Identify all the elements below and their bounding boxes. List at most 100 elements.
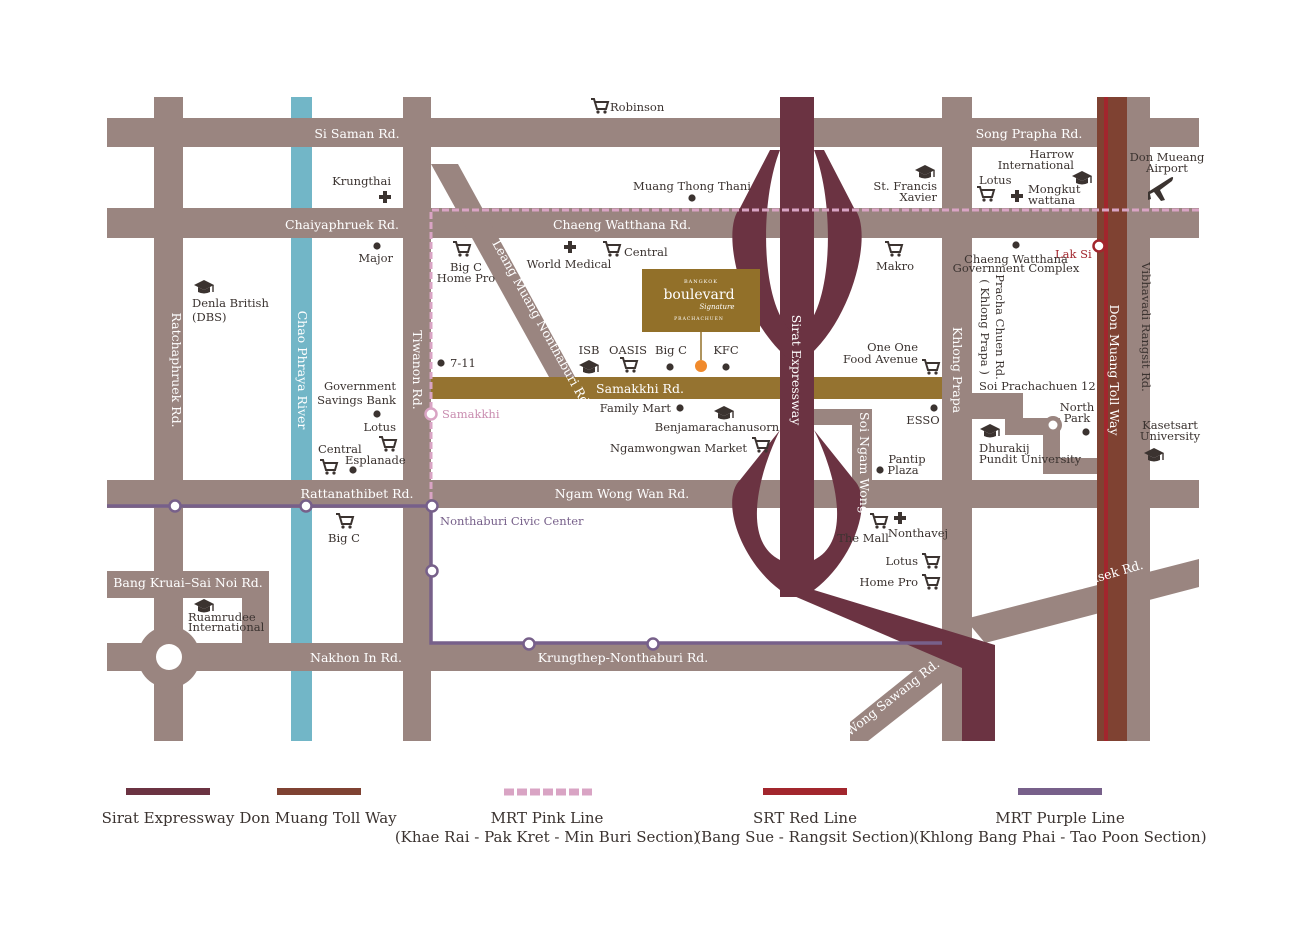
- one-one-label-2: Food Avenue: [843, 352, 918, 366]
- nonthavej-label: Nonthavej: [888, 526, 948, 540]
- ruamrudee-link-road: [242, 571, 269, 643]
- samakkhi-road: [431, 377, 942, 399]
- shopping-cart-icon: [335, 513, 354, 530]
- st-francis-label-2: Xavier: [899, 190, 937, 204]
- legend-pink-label-1: MRT Pink Line: [491, 809, 604, 827]
- rattanathibet-label: Rattanathibet Rd.: [300, 486, 413, 501]
- nakhon-in-label: Nakhon In Rd.: [310, 650, 402, 665]
- shopping-cart-icon: [619, 357, 638, 374]
- legend-purple-label-1: MRT Purple Line: [995, 809, 1125, 827]
- benjamarachanusorn-label: Benjamarachanusorn: [655, 420, 780, 434]
- legend-purple-label-2: (Khlong Bang Phai - Tao Poon Section): [913, 828, 1206, 846]
- isb-label: ISB: [579, 343, 600, 357]
- poi-dot-icon: [373, 410, 381, 418]
- poi-dot-icon: [1082, 428, 1090, 436]
- poi-dot-icon: [1012, 241, 1020, 249]
- big-c-bottom-label: Big C: [328, 531, 360, 545]
- oasis-label: OASIS: [609, 343, 647, 357]
- chaiyaphruek-label: Chaiyaphruek Rd.: [285, 217, 399, 232]
- krungthep-nonthaburi-label: Krungthep-Nonthaburi Rd.: [538, 650, 709, 665]
- muang-thong-thani-label: Muang Thong Thani: [633, 179, 751, 193]
- school-icon: [914, 164, 936, 180]
- tiwanon-label: Tiwanon Rd.: [410, 330, 425, 409]
- purple-station: [522, 637, 536, 651]
- samakkhi-station: [424, 407, 438, 421]
- ruamrudee-label-2: International: [188, 620, 265, 634]
- esso-label: ESSO: [906, 413, 939, 427]
- hospital-cross-icon: [379, 191, 391, 203]
- chao-phraya-label: Chao Phraya River: [295, 311, 310, 430]
- ratchaphruek-label: Ratchaphruek Rd.: [169, 312, 184, 427]
- kfc-label: KFC: [713, 343, 739, 357]
- lak-si-label: Lak Si: [1055, 247, 1092, 261]
- legend-red-label-2: (Bang Sue - Rangsit Section): [695, 828, 914, 846]
- pantip-label-2: Plaza: [887, 463, 918, 477]
- the-mall-label: The Mall: [837, 531, 889, 545]
- poi-dot-icon: [688, 194, 696, 202]
- project-logo-box: [642, 269, 760, 332]
- ngamwongwan-market-label: Ngamwongwan Market: [610, 441, 747, 455]
- project-logo-name: boulevard: [663, 287, 734, 303]
- poi-dot-icon: [676, 404, 684, 412]
- kasetsart-label-2: University: [1140, 429, 1201, 443]
- school-icon: [979, 423, 1001, 439]
- poi-dot-icon: [349, 466, 357, 474]
- srt-red-line: [1104, 97, 1108, 741]
- poi-dot-icon: [437, 359, 445, 367]
- robinson-label: Robinson: [610, 100, 665, 114]
- central-esplanade-label-1: Central: [318, 442, 362, 456]
- poi-dot-icon: [722, 363, 730, 371]
- pantip-label-1: Pantip: [888, 452, 925, 466]
- major-label: Major: [358, 251, 393, 265]
- north-park-link: [1043, 458, 1103, 474]
- shopping-cart-icon: [602, 241, 621, 258]
- khlong-prapa-label: Khlong Prapa: [950, 327, 965, 414]
- legend-swatch-donmuang: [277, 788, 361, 795]
- purple-station: [299, 499, 313, 513]
- chaeng-gov-label-1: Chaeng Watthana: [964, 252, 1068, 266]
- tiwanon-road: [403, 97, 431, 741]
- lak-si-station: [1092, 239, 1106, 253]
- nonthaburi-civic-station: [425, 499, 439, 513]
- big-c-mid-label: Big C: [655, 343, 687, 357]
- big-c-home-pro-label-1: Big C: [450, 260, 482, 274]
- shopping-cart-icon: [319, 459, 338, 476]
- legend-swatch-purple: [1018, 788, 1102, 795]
- soi-ngam-wong-wan-vertical: [852, 409, 872, 481]
- seven-eleven-label: 7-11: [450, 356, 476, 370]
- si-saman-label: Si Saman Rd.: [314, 126, 399, 141]
- legend-swatch-red: [763, 788, 847, 795]
- vibhavadi-label: Vibhavadi Rangsit Rd.: [1139, 261, 1153, 392]
- mongkut-label-1: Mongkut: [1028, 182, 1081, 196]
- leang-muang-road: [431, 164, 575, 377]
- chao-phraya-river: [291, 97, 312, 741]
- ngam-wong-wan-label: Ngam Wong Wan Rd.: [555, 486, 689, 501]
- sirat-expressway: [732, 97, 995, 741]
- gov-savings-label-1: Government: [324, 379, 396, 393]
- world-medical-label: World Medical: [527, 257, 612, 271]
- samakkhi-station-label: Samakkhi: [442, 407, 500, 421]
- kasetsart-label-1: Kasetsart: [1142, 418, 1198, 432]
- pracha-chuen-label: Pracha Chuen Rd.: [993, 274, 1007, 380]
- legend-pink-label-2: (Khae Rai - Pak Kret - Min Buri Section): [395, 828, 699, 846]
- shopping-cart-icon: [590, 98, 609, 115]
- vibhavadi-road: [1126, 97, 1150, 741]
- shopping-cart-icon: [976, 186, 995, 203]
- big-c-home-pro-label-2: Home Pro: [437, 271, 496, 285]
- mongkut-label-2: wattana: [1028, 193, 1075, 207]
- harrow-label-2: International: [998, 158, 1075, 172]
- school-icon: [193, 279, 215, 295]
- gov-savings-label-2: Savings Bank: [317, 393, 397, 407]
- legend-sirat-label: Sirat Expressway: [102, 809, 235, 827]
- shopping-cart-icon: [452, 241, 471, 258]
- poi-dot-icon: [373, 242, 381, 250]
- st-francis-label-1: St. Francis: [873, 179, 937, 193]
- ratchadaphisek-road: [965, 559, 1199, 643]
- samakkhi-label: Samakkhi Rd.: [596, 381, 684, 396]
- shopping-cart-icon: [378, 436, 397, 453]
- hospital-cross-icon: [894, 512, 906, 524]
- purple-station: [168, 499, 182, 513]
- central-top-label: Central: [624, 245, 668, 259]
- shopping-cart-icon: [751, 437, 770, 454]
